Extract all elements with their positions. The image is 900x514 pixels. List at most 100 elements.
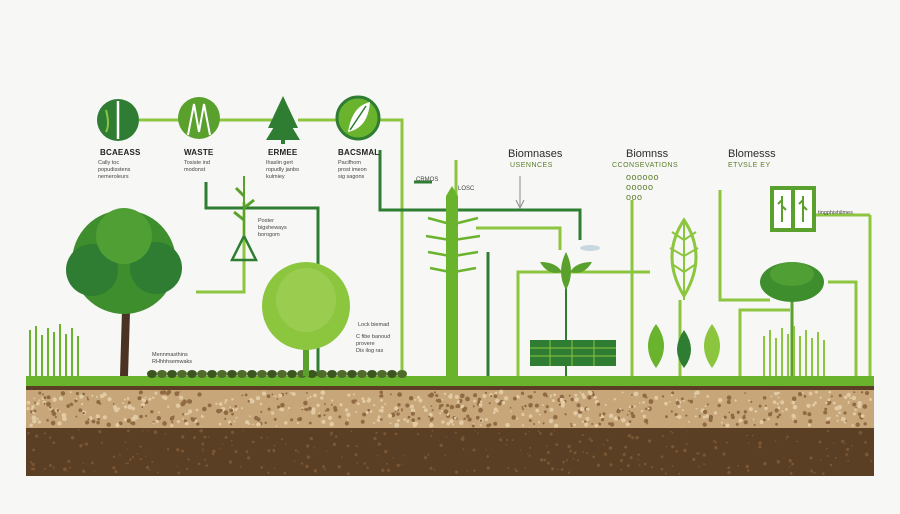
soil-grain xyxy=(31,415,37,421)
soil-grain xyxy=(106,422,111,427)
soil-grain xyxy=(534,403,539,408)
soil-grain xyxy=(574,397,579,402)
soil-grain xyxy=(465,396,470,402)
soil-grain xyxy=(478,407,483,413)
log xyxy=(187,370,197,378)
soil-grain xyxy=(202,406,207,412)
soil-grain xyxy=(267,471,270,474)
soil-grain xyxy=(683,448,687,453)
soil-grain xyxy=(748,407,753,412)
soil-grain xyxy=(433,391,437,394)
lock-note: Lock biemad xyxy=(358,322,390,328)
soil-grain xyxy=(266,394,271,399)
soil-grain xyxy=(533,422,536,425)
soil-grain xyxy=(230,430,235,434)
three-leaves xyxy=(648,324,720,368)
soil-grain xyxy=(247,400,250,403)
soil-grain xyxy=(744,392,746,394)
soil-grain xyxy=(843,442,846,445)
soil-grain xyxy=(423,408,428,413)
soil-grain xyxy=(591,423,594,426)
soil-grain xyxy=(112,402,115,405)
soil-grain xyxy=(392,456,394,459)
soil-grain xyxy=(602,444,605,446)
soil-grain xyxy=(642,414,647,419)
log xyxy=(197,370,207,378)
soil-grain xyxy=(791,413,796,418)
soil-grain xyxy=(588,438,590,441)
soil-grain xyxy=(127,401,131,405)
soil-grain xyxy=(459,393,465,399)
soil-grain xyxy=(598,422,602,426)
biomass-sub-2: CCONSEVATIONS xyxy=(612,162,679,169)
soil-grain xyxy=(527,452,529,455)
soil-grain xyxy=(264,421,267,425)
soil-grain xyxy=(586,452,589,455)
soil-grain xyxy=(647,439,652,443)
soil-grain xyxy=(745,464,750,469)
soil-grain xyxy=(283,471,287,475)
soil-grain xyxy=(339,403,343,407)
icon-label-1: BCAEASS xyxy=(100,148,141,157)
soil-grain xyxy=(506,438,509,442)
soil-grain xyxy=(277,405,281,409)
soil-grain xyxy=(369,410,373,413)
soil-grain xyxy=(334,435,338,438)
soil-grain xyxy=(56,409,60,412)
soil-grain xyxy=(376,455,379,457)
soil-grain xyxy=(151,460,154,463)
soil-grain xyxy=(365,411,369,414)
soil-grain xyxy=(69,391,72,394)
big-leaf xyxy=(669,217,699,300)
soil-grain xyxy=(33,409,37,413)
soil-grain xyxy=(847,400,850,403)
soil-grain xyxy=(599,413,602,416)
soil-grain xyxy=(223,410,229,416)
soil-grain xyxy=(184,413,187,416)
soil-grain xyxy=(179,395,184,400)
soil-grain xyxy=(417,417,421,421)
icon-text-4: Pacifhom prost imeon sig sagons xyxy=(338,160,367,180)
log xyxy=(327,370,337,378)
soil-grain xyxy=(462,435,465,438)
soil-grain xyxy=(629,456,633,460)
soil-grain xyxy=(256,417,261,422)
soil-grain xyxy=(613,398,617,401)
soil-grain xyxy=(466,470,469,472)
soil-grain xyxy=(567,444,571,449)
soil-grain xyxy=(698,414,701,417)
soil-grain xyxy=(670,394,673,397)
soil-grain xyxy=(592,455,595,459)
soil-grain xyxy=(244,393,248,397)
soil-grain xyxy=(570,424,573,428)
soil-grain xyxy=(191,417,196,422)
soil-grain xyxy=(638,464,641,467)
soil-grain xyxy=(197,392,202,397)
biomass-title-2: Biomnss xyxy=(626,148,669,160)
sapling-planter-icon xyxy=(229,176,259,262)
soil-grain xyxy=(661,434,664,437)
soil-grain xyxy=(162,421,167,426)
soil-grain xyxy=(273,417,277,421)
soil-grain xyxy=(515,469,518,473)
soil-grain xyxy=(367,397,370,400)
soil-grain xyxy=(126,462,129,465)
soil-grain xyxy=(186,412,190,416)
soil-grain xyxy=(520,449,522,451)
soil-grain xyxy=(97,417,101,421)
soil-grain xyxy=(528,454,531,457)
soil-grain xyxy=(444,454,446,456)
soil-grain xyxy=(427,453,430,456)
soil-grain xyxy=(660,455,664,459)
soil-grain xyxy=(241,394,244,397)
soil-grain xyxy=(376,418,381,423)
soil-grain xyxy=(318,412,321,415)
soil-grain xyxy=(82,411,85,415)
soil-grain xyxy=(670,430,673,433)
soil-grain xyxy=(834,456,837,459)
soil-grain xyxy=(75,391,79,396)
soil-grain xyxy=(123,418,127,422)
soil-grain xyxy=(290,392,293,395)
soil-grain xyxy=(241,407,243,410)
soil-grain xyxy=(535,408,540,413)
